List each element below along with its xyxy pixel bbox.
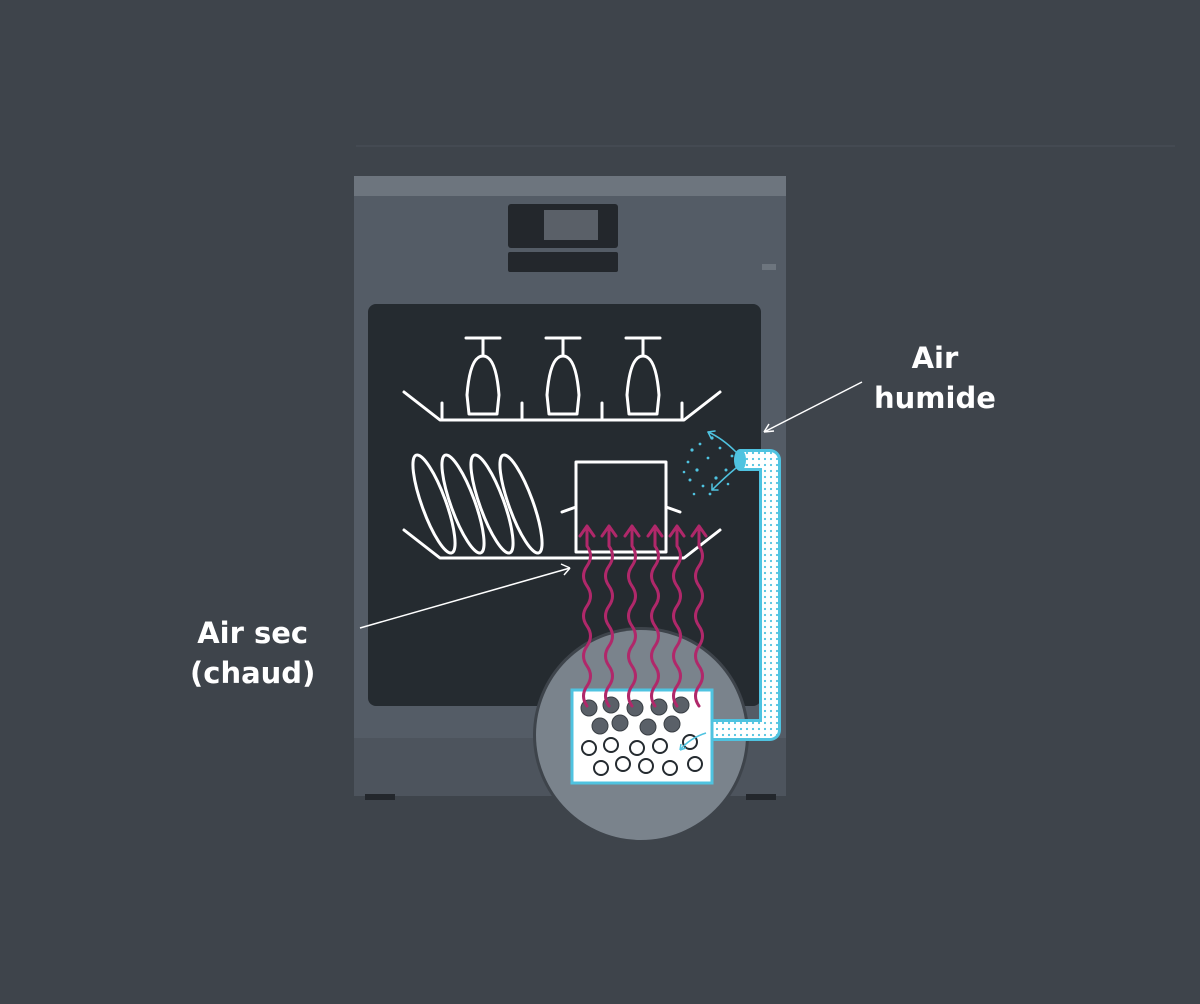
wash-cavity: [368, 304, 761, 706]
humid-air-duct: [712, 449, 781, 741]
humid-air-label: Air humide: [874, 338, 996, 418]
wine-glass-icon: [624, 336, 662, 416]
dry-air-label-line2: (chaud): [190, 656, 316, 690]
wavy-up-arrow-icon: [690, 524, 708, 708]
zeolite-container: [570, 688, 714, 785]
indicator-slot: [762, 264, 776, 270]
dry-air-pointer: [359, 567, 571, 629]
plates: [411, 453, 544, 555]
moisture-droplets: [682, 436, 734, 496]
wavy-up-arrow-icon: [646, 524, 664, 708]
leader-lines: [359, 381, 863, 629]
dry-beads: [581, 734, 703, 776]
humid-air-label-line1: Air: [911, 341, 959, 375]
wavy-up-arrow-icon: [600, 524, 618, 708]
humid-air-arrows: [707, 430, 737, 491]
right-foot: [746, 794, 776, 800]
left-foot: [365, 794, 395, 800]
humid-flow-arrows: [679, 732, 707, 751]
wine-glass-icon: [544, 336, 582, 416]
humid-air-pointer: [763, 381, 863, 433]
wavy-up-arrow-icon: [623, 524, 641, 708]
heat-waves: [578, 524, 708, 708]
control-panel: [508, 204, 618, 272]
plate-icon: [440, 453, 486, 555]
upper-rack: [402, 390, 722, 422]
arrow-head-icon: [560, 563, 571, 576]
display-screen: [544, 210, 598, 240]
arrow-head-icon: [763, 423, 775, 433]
wavy-up-arrow-icon: [578, 524, 596, 708]
wavy-up-arrow-icon: [668, 524, 686, 708]
dry-air-label: Air sec (chaud): [190, 613, 315, 693]
pot-icon: [560, 460, 682, 554]
plate-icon: [498, 453, 544, 555]
wine-glass-icon: [464, 336, 502, 416]
control-strip: [508, 252, 618, 272]
plate-icon: [469, 453, 515, 555]
plate-icon: [411, 453, 457, 555]
dry-air-label-line1: Air sec: [197, 616, 309, 650]
humid-air-label-line2: humide: [874, 381, 996, 415]
lower-rack: [402, 528, 722, 560]
